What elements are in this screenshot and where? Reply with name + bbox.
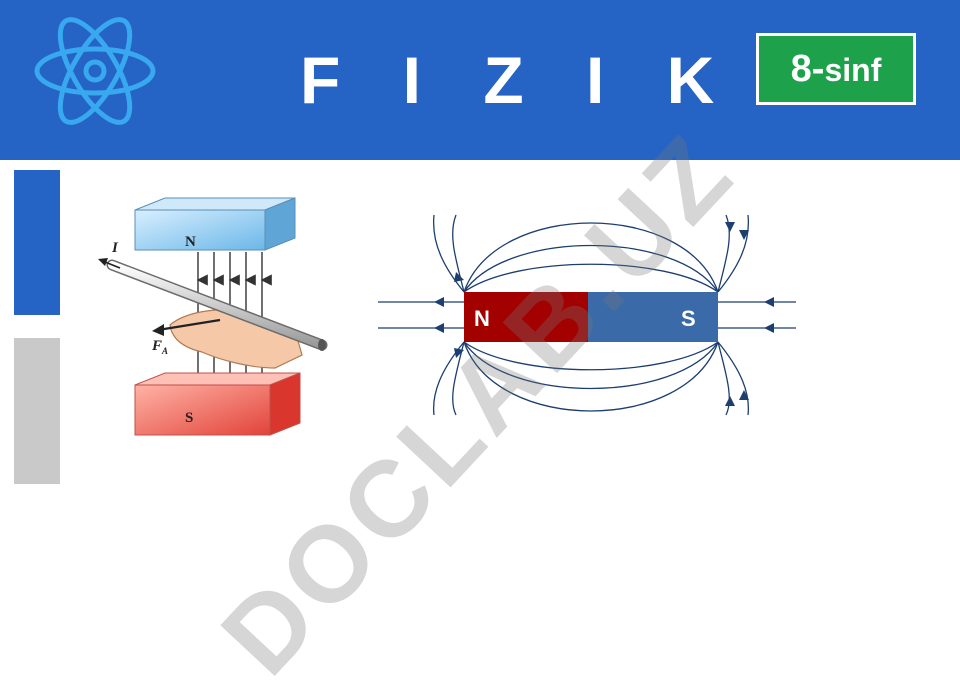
- side-accent-gray: [14, 338, 60, 484]
- magnet-north-label: N: [474, 306, 490, 331]
- conductor-rod: [106, 259, 328, 351]
- svg-text:FA: FA: [151, 338, 168, 356]
- current-label: I: [111, 240, 119, 256]
- grade-badge: 8-sinf: [756, 33, 916, 105]
- force-label: F: [151, 338, 162, 354]
- north-pole-block: [134, 197, 296, 251]
- force-subscript: A: [161, 346, 168, 356]
- field-arrows: [434, 222, 774, 406]
- header-bar: F I Z I K A 8-sinf: [0, 0, 960, 160]
- magnet-south-label: S: [681, 306, 696, 331]
- magnet-north-half: [464, 292, 588, 342]
- force-arrow: [157, 318, 221, 332]
- grade-number: 8-: [790, 48, 825, 90]
- page-title: F I Z I K A: [300, 43, 844, 117]
- north-pole-label: N: [185, 234, 196, 250]
- atom-icon: [34, 17, 156, 125]
- grade-suffix: sinf: [824, 52, 882, 88]
- magnetic-field-lines: [378, 214, 796, 416]
- south-pole-label: S: [185, 410, 193, 426]
- south-pole-block: [134, 372, 301, 436]
- bar-magnet-figure: N S: [378, 214, 796, 416]
- side-accent-blue: [14, 170, 60, 315]
- left-hand-rule-figure: N S I FA: [98, 197, 328, 436]
- hand-shape: [169, 308, 303, 369]
- magnet-south-half: [588, 292, 718, 342]
